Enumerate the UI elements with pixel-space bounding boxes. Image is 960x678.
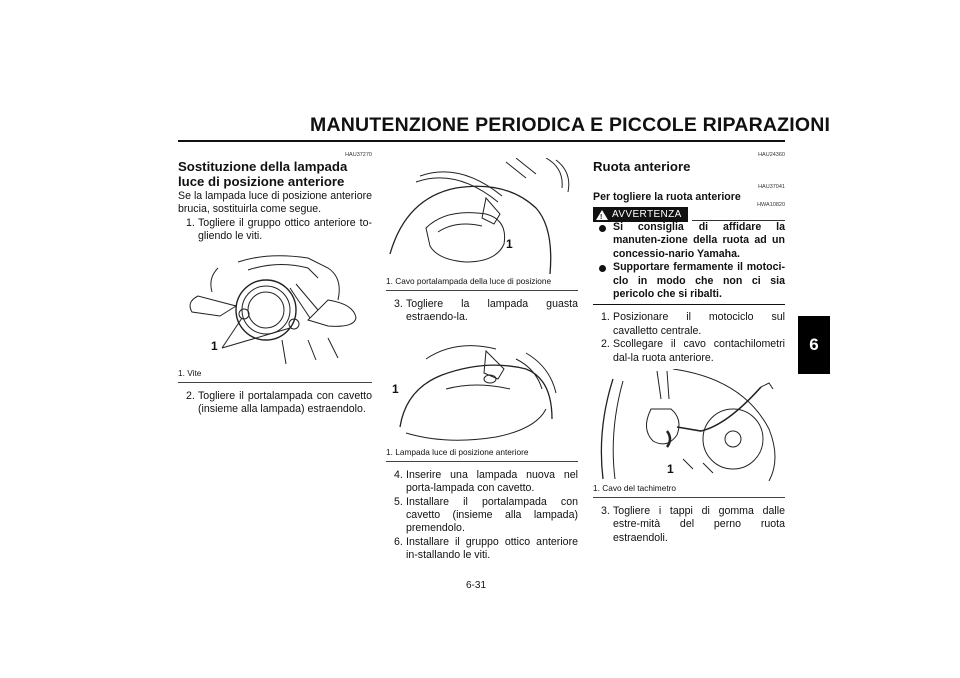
step-item: 2.Togliere il portalampada con cavetto (… — [178, 390, 372, 417]
step-text: Inserire una lampada nuova nel porta-lam… — [406, 468, 578, 495]
figure-caption: 1. Cavo portalampada della luce di posiz… — [386, 276, 552, 286]
warning-item: Si consiglia di affidare la manuten-zion… — [593, 221, 785, 261]
page-title: MANUTENZIONE PERIODICA E PICCOLE RIPARAZ… — [310, 114, 831, 136]
step-item: 4.Inserire una lampada nuova nel porta-l… — [386, 469, 578, 496]
step-text: Installare il gruppo ottico anteriore in… — [406, 535, 578, 562]
page-number: 6-31 — [466, 580, 487, 591]
caption-rule — [593, 497, 785, 499]
warning-code: HWA10820 — [757, 202, 785, 208]
step-item: 2.Scollegare il cavo contachilometri dal… — [593, 338, 785, 365]
warning-end-rule — [593, 304, 785, 306]
step-text: Togliere il gruppo ottico anteriore to-g… — [198, 216, 372, 243]
step-item: 6.Installare il gruppo ottico anteriore … — [386, 536, 578, 563]
warning-header: ! AVVERTENZA — [593, 207, 785, 222]
warning-label: ! AVVERTENZA — [593, 207, 688, 222]
warning-label-text: AVVERTENZA — [612, 208, 682, 220]
caption-rule — [386, 290, 578, 291]
bulb-cable-illustration — [389, 158, 570, 274]
figure-callout: 1 — [506, 237, 513, 251]
warning-item: Supportare fermamente il motoci-clo in m… — [593, 261, 785, 301]
step-item: 1.Togliere il gruppo ottico anteriore to… — [178, 217, 372, 244]
figure-headlight-screws: 1 — [178, 248, 372, 366]
step-number: 1. — [601, 311, 610, 324]
subsection-code: HAU37041 — [758, 184, 785, 190]
headlight-illustration — [189, 254, 357, 364]
figure-callout: 1 — [211, 338, 218, 353]
steps-list: 3.Togliere la lampada guasta estraendo-l… — [386, 298, 578, 325]
step-item: 5.Installare il portalampada con cavetto… — [386, 496, 578, 536]
section-code: HAU24360 — [758, 152, 785, 158]
step-item: 3.Togliere la lampada guasta estraendo-l… — [386, 298, 578, 325]
section-title: Sostituzione della lampada luce di posiz… — [178, 159, 348, 189]
steps-list: 3.Togliere i tappi di gomma dalle estre-… — [593, 505, 785, 545]
title-rule — [178, 140, 785, 142]
step-item: 1.Posizionare il motociclo sul cavallett… — [593, 311, 785, 338]
step-text: Installare il portalampada con cavetto (… — [406, 495, 578, 535]
steps-list: 1.Togliere il gruppo ottico anteriore to… — [178, 217, 372, 244]
figure-caption: 1. Lampada luce di posizione anteriore — [386, 446, 529, 457]
step-number: 2. — [186, 389, 195, 402]
step-number: 4. — [394, 468, 403, 481]
column-middle: 1 1. Cavo portalampada della luce di pos… — [386, 158, 578, 563]
column-right: HAU24360 Ruota anteriore HAU37041 Per to… — [593, 150, 785, 545]
subsection-title: Per togliere la ruota anteriore — [593, 191, 741, 203]
warning-triangle-icon: ! — [596, 209, 608, 221]
intro-paragraph: Se la lampada luce di posizione anterior… — [178, 190, 372, 216]
section-code: HAU37270 — [345, 152, 372, 158]
step-number: 2. — [601, 338, 610, 351]
figure-callout: 1 — [667, 462, 674, 477]
step-text: Togliere i tappi di gomma dalle estre-mi… — [613, 505, 785, 544]
step-number: 1. — [186, 216, 195, 229]
step-text: Posizionare il motociclo sul cavalletto … — [613, 311, 785, 337]
steps-list: 2.Togliere il portalampada con cavetto (… — [178, 390, 372, 417]
step-text: Togliere la lampada guasta estraendo-la. — [406, 298, 578, 324]
step-number: 3. — [601, 505, 610, 518]
steps-list: 4.Inserire una lampada nuova nel porta-l… — [386, 469, 578, 563]
step-number: 6. — [394, 535, 403, 548]
steps-list: 1.Posizionare il motociclo sul cavallett… — [593, 311, 785, 365]
step-text: Togliere il portalampada con cavetto (in… — [198, 389, 372, 416]
warning-rule — [691, 220, 785, 221]
figure-caption: 1. Vite — [178, 367, 202, 378]
step-number: 5. — [394, 495, 403, 508]
caption-rule — [386, 460, 578, 462]
figure-callout: 1 — [392, 381, 399, 396]
step-item: 3.Togliere i tappi di gomma dalle estre-… — [593, 505, 785, 545]
step-number: 3. — [394, 298, 403, 310]
figure-bulb: 1 — [386, 329, 578, 445]
bulb-illustration — [399, 344, 557, 441]
warning-list: Si consiglia di affidare la manuten-zion… — [593, 221, 785, 301]
figure-speedometer-cable: 1 — [593, 369, 785, 482]
step-text: Scollegare il cavo contachilometri dal-l… — [613, 338, 785, 364]
figure-bulb-cable: 1 — [386, 158, 578, 274]
section-title: Ruota anteriore — [593, 159, 691, 174]
chapter-tab[interactable]: 6 — [798, 316, 830, 374]
caption-rule — [178, 381, 372, 383]
column-left: HAU37270 Sostituzione della lampada luce… — [178, 150, 372, 416]
wheel-illustration — [600, 369, 776, 482]
figure-caption: 1. Cavo del tachimetro — [593, 483, 677, 494]
